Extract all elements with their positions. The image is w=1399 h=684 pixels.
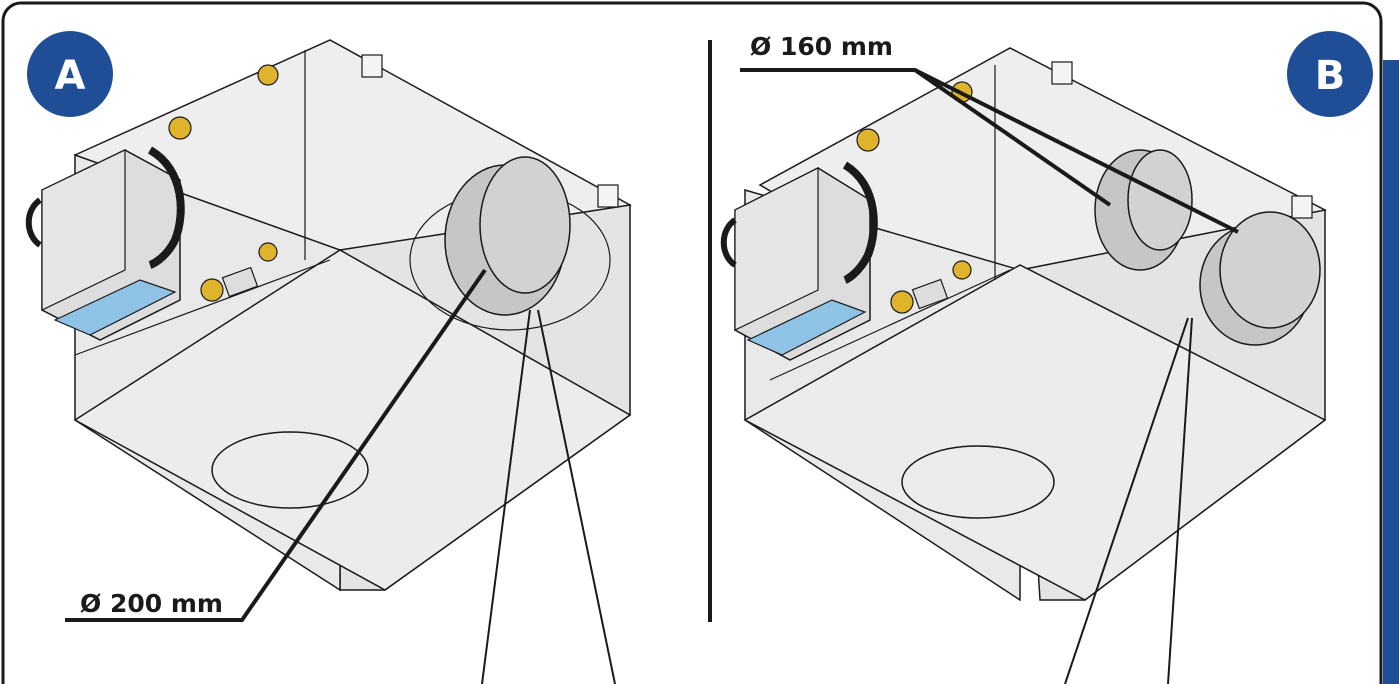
badge-b-text: B	[1315, 53, 1346, 99]
dimension-label-a: Ø 200 mm	[80, 589, 223, 618]
panel-b: Ø 160 mm B	[720, 31, 1373, 684]
control-box-icon	[25, 146, 185, 341]
dimension-label-b: Ø 160 mm	[750, 32, 893, 61]
bottom-opening	[211, 431, 369, 509]
brass-fitting-icon	[856, 128, 880, 152]
panel-a: Ø 200 mm A	[25, 31, 632, 684]
display-panel	[746, 299, 867, 356]
brass-fitting-icon	[257, 64, 279, 86]
control-box-icon	[720, 161, 878, 361]
badge-a	[27, 31, 113, 117]
brass-fitting-icon	[168, 116, 192, 140]
side-bar	[1383, 60, 1399, 684]
badge-a-text: A	[55, 53, 86, 99]
mount-tab-icon	[597, 184, 619, 208]
badge-b	[1287, 31, 1373, 117]
leader-line-a	[65, 268, 487, 622]
brass-fitting-icon	[200, 278, 224, 302]
display-panel	[53, 279, 177, 336]
brass-fitting-icon	[952, 260, 972, 280]
bottom-opening	[901, 445, 1055, 519]
mount-tab-icon	[1051, 61, 1073, 85]
brass-fitting-icon	[258, 242, 278, 262]
leader-line-b2	[914, 68, 1239, 234]
mount-tab-icon	[361, 54, 383, 78]
mount-tab-icon	[1291, 195, 1313, 219]
brass-fitting-icon	[890, 290, 914, 314]
box-bottom	[73, 249, 632, 591]
